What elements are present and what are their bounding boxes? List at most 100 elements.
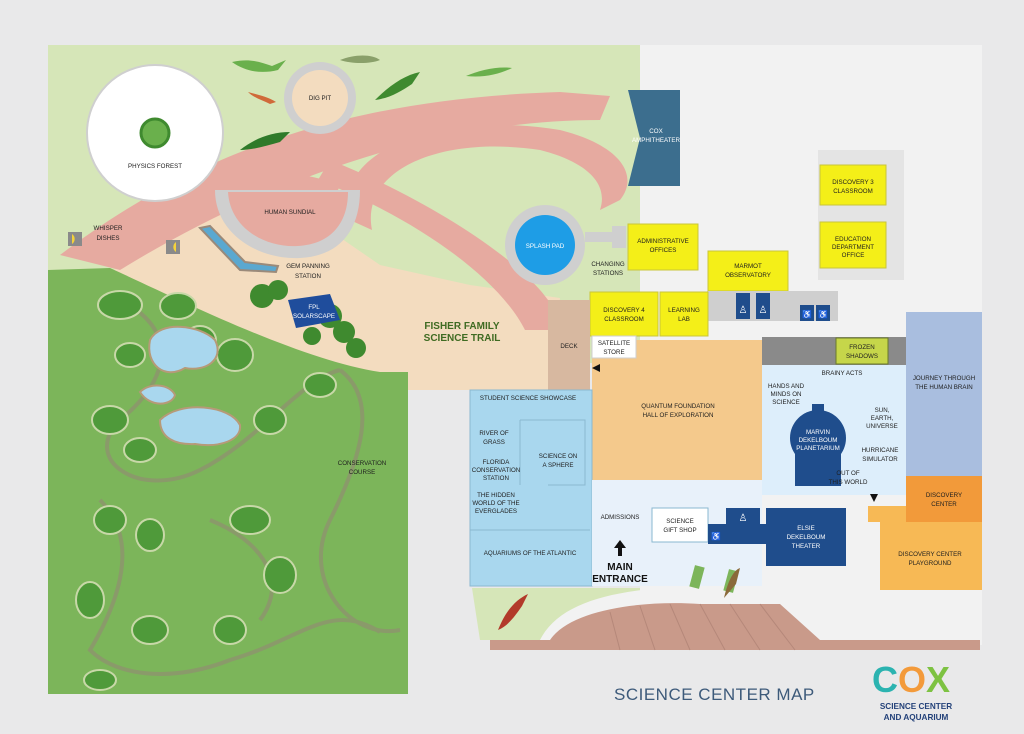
frozen-shadows-label: FROZEN <box>849 344 874 351</box>
conservation-course-label: COURSE <box>349 469 375 476</box>
trail-south <box>318 160 560 330</box>
florida-conservation-label: FLORIDA <box>483 459 511 466</box>
hidden-world-label: EVERGLADES <box>475 508 517 515</box>
hurricane-label: SIMULATOR <box>862 456 898 463</box>
conservation-course-label: CONSERVATION <box>338 460 386 467</box>
aquarium-wing <box>469 389 593 587</box>
discovery-center-playground <box>868 506 982 590</box>
education-office-label: DEPARTMENT <box>832 244 874 251</box>
gift-shop-label: SCIENCE <box>666 518 694 525</box>
satellite-store-overlay <box>591 335 637 359</box>
brick-walk <box>490 603 980 650</box>
aquariums-label: AQUARIUMS OF THE ATLANTIC <box>484 550 577 557</box>
dinosaur-icon <box>375 72 420 100</box>
discovery-center <box>906 476 982 522</box>
learning-lab-label: LAB <box>678 316 690 323</box>
restroom-accessible <box>816 305 830 321</box>
education-office-label: EDUCATION <box>835 236 871 243</box>
cox-amphitheater-label: AMPHITHEATER <box>632 137 681 144</box>
fisher-trail-label: FISHER FAMILY <box>424 321 500 332</box>
arrow-icon <box>870 494 878 502</box>
education-office-label: OFFICE <box>842 252 865 259</box>
restroom-accessible <box>800 305 814 321</box>
theater-label: DEKELBOUM <box>787 534 826 541</box>
planetarium-label: MARVIN <box>806 429 830 436</box>
journey-brain-label: THE HUMAN BRAIN <box>915 384 972 391</box>
human-sundial-floor <box>228 192 348 247</box>
fisher-trail-label: SCIENCE TRAIL <box>424 333 501 344</box>
florida-conservation-label: STATION <box>483 475 509 482</box>
frozen-shadows <box>835 337 889 365</box>
journey-through-the-human-brain <box>906 312 982 476</box>
fpl-solarscape-label: SOLARSCAPE <box>293 313 335 320</box>
wall <box>520 419 586 486</box>
pond <box>148 325 219 374</box>
quantum-hall-label: QUANTUM FOUNDATION <box>641 403 714 410</box>
cox-amphitheater <box>628 90 680 186</box>
dinosaur-icon <box>466 67 512 77</box>
logo-subtitle: SCIENCE CENTER <box>880 702 952 711</box>
dinosaur-icon <box>248 92 276 104</box>
dig-pit-sand <box>292 70 348 126</box>
brainy-acts-label: BRAINY ACTS <box>822 370 863 377</box>
dinosaur-icon <box>724 568 740 598</box>
student-showcase-label: STUDENT SCIENCE SHOWCASE <box>480 395 576 402</box>
planetarium-top <box>812 404 824 414</box>
accessible-icon: ♿ <box>802 309 812 319</box>
discovery3-label: DISCOVERY 3 <box>832 179 874 186</box>
playground-label: PLAYGROUND <box>909 560 952 567</box>
restroom-icon: ♙ <box>739 513 748 524</box>
journey-brain-label: JOURNEY THROUGH <box>913 375 975 382</box>
deck-label: DECK <box>560 343 578 350</box>
logo-subtitle: AND AQUARIUM <box>884 713 949 722</box>
planetarium-label: PLANETARIUM <box>796 445 840 452</box>
restroom-icon: ♙ <box>739 305 748 316</box>
discovery4-label: CLASSROOM <box>604 316 644 323</box>
hands-minds-label: MINDS ON <box>771 391 802 398</box>
river-of-grass-label: RIVER OF <box>479 430 508 437</box>
learning-lab-label: LEARNING <box>668 307 700 314</box>
gem-panning-label: STATION <box>295 273 321 280</box>
physics-forest-label: PHYSICS FOREST <box>128 163 182 170</box>
dig-pit-label: DIG PIT <box>309 95 332 102</box>
quantum-hall-label: HALL OF EXPLORATION <box>643 412 714 419</box>
marmot-label: OBSERVATORY <box>725 272 771 279</box>
marmot-observatory <box>707 250 789 292</box>
satellite-store-label: STORE <box>603 349 624 356</box>
out-of-world-label: OUT OF <box>836 470 859 477</box>
discovery3-label: CLASSROOM <box>833 188 873 195</box>
cox-logo-letter: C <box>872 659 898 700</box>
whisper-dishes-label: DISHES <box>96 235 119 242</box>
restroom-icon: ♙ <box>759 305 768 316</box>
admissions-label: ADMISSIONS <box>601 514 640 521</box>
planetarium-base <box>795 448 841 486</box>
physics-forest-tree <box>139 117 171 149</box>
science-gift-shop <box>651 507 709 543</box>
splash-pad-label: SPLASH PAD <box>526 243 565 250</box>
discovery-4-classroom <box>589 291 659 337</box>
fpl-solarscape-label: FPL <box>308 304 320 311</box>
human-sundial-label: HUMAN SUNDIAL <box>264 209 316 216</box>
whisper-dish-icon <box>68 232 82 246</box>
education-department-office <box>819 221 887 269</box>
whisper-dish-icon <box>166 240 180 254</box>
hands-minds-label: HANDS AND <box>768 383 805 390</box>
sun-earth-label: SUN, <box>875 407 890 414</box>
discovery-center-label: CENTER <box>931 501 957 508</box>
learning-lab <box>659 291 709 337</box>
frozen-shadows-label: SHADOWS <box>846 353 878 360</box>
whisper-dishes-label: WHISPER <box>94 225 123 232</box>
florida-conservation-label: CONSERVATION <box>472 467 520 474</box>
brick-pattern <box>609 603 796 651</box>
dinosaur-icon <box>240 132 290 150</box>
accessible-icon: ♿ <box>818 309 828 319</box>
changing-stations-label: STATIONS <box>593 270 623 277</box>
discovery-3-classroom <box>819 164 887 206</box>
quantum-foundation-hall <box>592 340 762 480</box>
splash-pad-water <box>515 215 575 275</box>
gift-shop-label: GIFT SHOP <box>663 527 696 534</box>
main-entrance-label: ENTRANCE <box>592 574 648 585</box>
planetarium-label: DEKELBOUM <box>799 437 838 444</box>
out-of-world-label: THIS WORLD <box>829 479 868 486</box>
